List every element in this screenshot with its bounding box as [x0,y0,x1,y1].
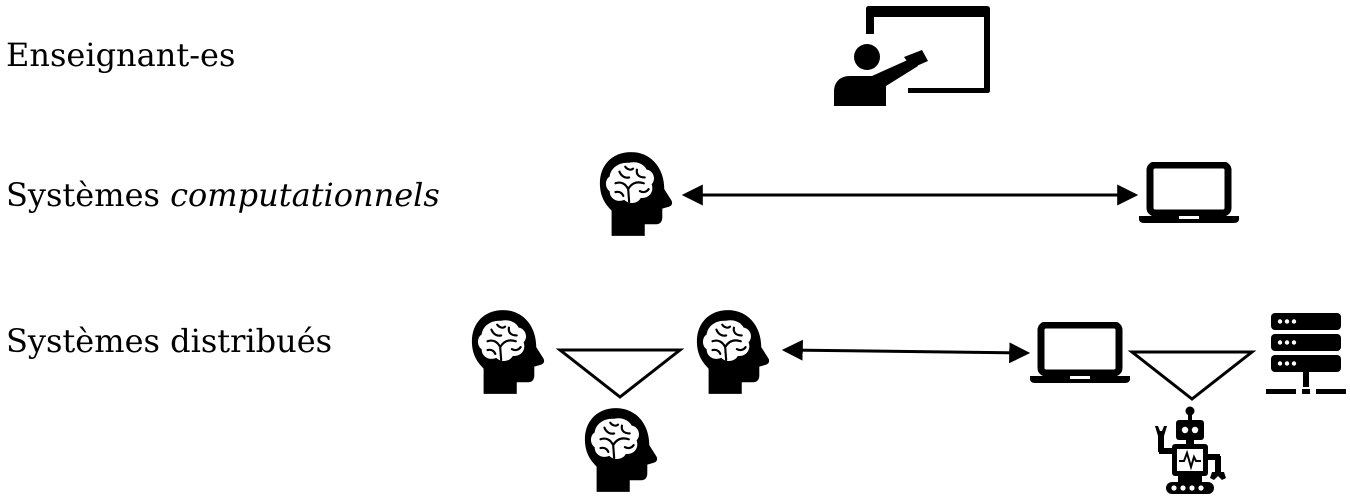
server-icon [1266,313,1346,394]
robot-icon [1154,406,1227,495]
row-label-enseignant-es: Enseignant-es [6,36,236,74]
brain-head-icon [598,150,674,238]
label-prefix: Systèmes [6,176,171,214]
brain-head-icon [583,406,659,494]
row-label-systemes-computationnels: Systèmes computationnels [6,176,440,214]
laptop-icon [1030,325,1130,383]
laptop-icon [1139,165,1239,223]
row-label-systemes-distribues: Systèmes distribués [6,322,333,360]
brain-head-icon [695,308,771,396]
connection-triangle [1127,350,1257,401]
connection-triangle [555,348,685,399]
brain-head-icon [470,308,546,396]
two-way-arrow [781,339,1031,364]
teacher-board-icon [834,6,990,106]
label-emphasis: computationnels [170,176,440,214]
